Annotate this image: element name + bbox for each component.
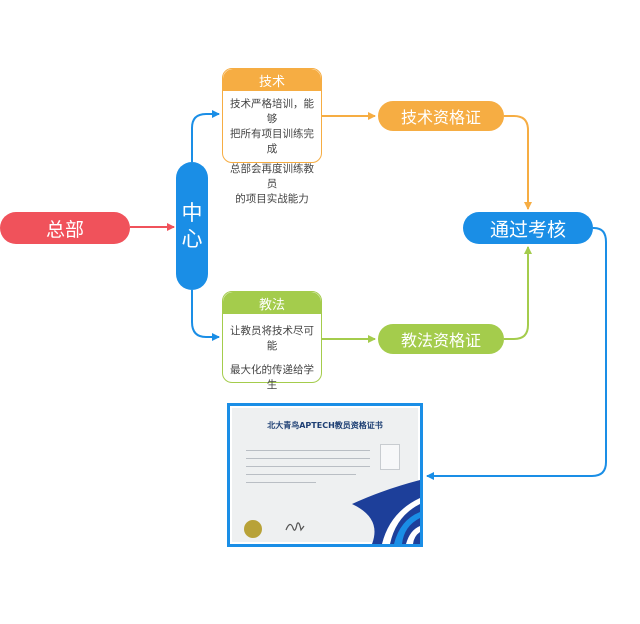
node-pass-assessment-label: 通过考核 — [489, 218, 566, 241]
certificate-text-line — [246, 474, 356, 475]
arrow-pass-to-certificate — [426, 227, 607, 480]
certificate-signature-icon — [285, 522, 305, 532]
card-technique-body: 技术严格培训，能够 把所有项目训练完成 总部会再度训练教员 的项目实战能力 — [223, 91, 321, 213]
arrow-center-to-teach — [191, 290, 220, 341]
card-teaching-method-title: 教法 — [223, 292, 321, 314]
card-technique-line: 把所有项目训练完成 — [230, 128, 314, 155]
node-center: 中 心 — [176, 162, 208, 290]
certificate-text-line — [246, 482, 316, 483]
node-center-label-1: 中 — [181, 201, 203, 225]
certificate-image: 北大青鸟APTECH教员资格证书 — [227, 403, 423, 547]
node-technique-certificate: 技术资格证 — [378, 101, 504, 131]
card-teaching-method-line: 让教员将技术尽可能 — [230, 325, 314, 352]
certificate-swoosh-graphic — [352, 480, 420, 544]
arrow-techcert-to-pass — [504, 115, 532, 210]
node-technique-certificate-label: 技术资格证 — [400, 108, 481, 127]
node-pass-assessment: 通过考核 — [463, 212, 593, 244]
certificate-paper: 北大青鸟APTECH教员资格证书 — [232, 408, 420, 544]
card-technique-line: 技术严格培训，能够 — [230, 98, 314, 125]
card-technique-title: 技术 — [223, 69, 321, 91]
card-teaching-method-line: 最大化的传递给学生 — [230, 364, 314, 391]
certificate-seal-icon — [244, 520, 262, 538]
certificate-text-line — [246, 458, 370, 459]
node-teaching-certificate: 教法资格证 — [378, 324, 504, 354]
card-technique-line: 总部会再度训练教员 — [230, 163, 314, 190]
card-technique-line: 的项目实战能力 — [235, 193, 309, 205]
arrow-teachcert-to-pass — [504, 246, 532, 340]
certificate-photo-placeholder — [380, 444, 400, 470]
card-teaching-method-body: 让教员将技术尽可能 最大化的传递给学生 — [223, 314, 321, 399]
node-teaching-certificate-label: 教法资格证 — [400, 331, 481, 350]
certificate-text-line — [246, 466, 370, 467]
node-headquarters: 总部 — [0, 212, 130, 244]
card-technique: 技术 技术严格培训，能够 把所有项目训练完成 总部会再度训练教员 的项目实战能力 — [222, 68, 322, 205]
node-headquarters-label: 总部 — [45, 218, 84, 241]
card-teaching-method: 教法 让教员将技术尽可能 最大化的传递给学生 — [222, 291, 322, 391]
certificate-text-line — [246, 450, 370, 451]
certificate-title: 北大青鸟APTECH教员资格证书 — [267, 421, 383, 430]
node-center-label-2: 心 — [181, 227, 203, 251]
arrow-center-to-tech — [191, 110, 220, 162]
